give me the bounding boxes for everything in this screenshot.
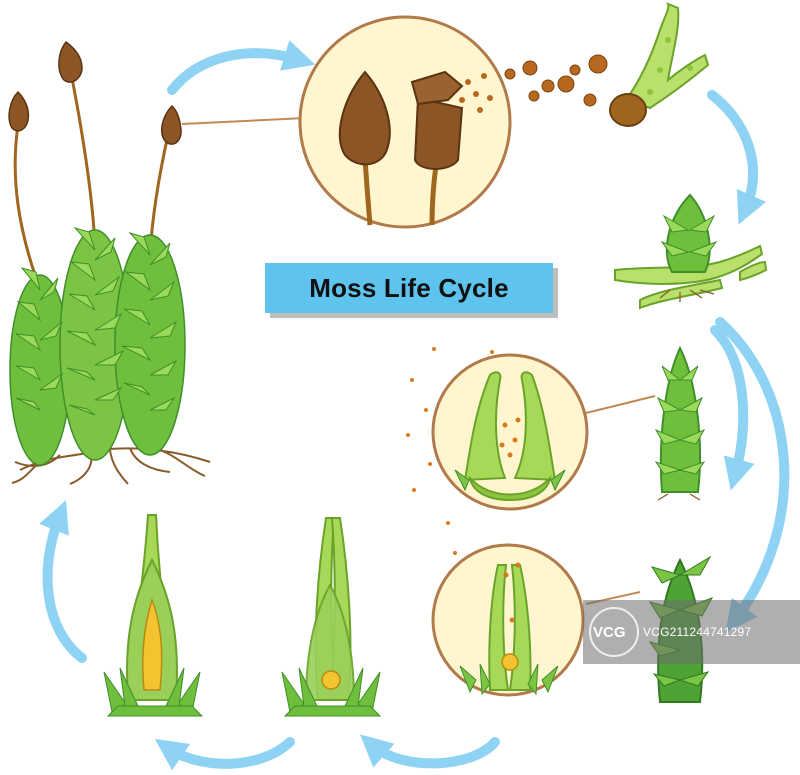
protonema-icon xyxy=(614,193,768,310)
arrow-spore-to-protonema xyxy=(707,90,767,225)
archegonium-icon xyxy=(431,543,585,697)
antheridium-icon xyxy=(431,353,589,511)
page-title: Moss Life Cycle xyxy=(309,272,509,303)
germinating-spore-icon xyxy=(609,2,710,127)
sporangium-icon xyxy=(298,15,512,229)
arrow-plant-to-capsule xyxy=(167,40,316,95)
zoom-connector-antheridium xyxy=(585,395,656,414)
arrow-female-to-fertilized xyxy=(360,734,500,769)
watermark: VCG VCG211244741297 xyxy=(583,600,800,664)
zoom-connector-top xyxy=(181,117,306,125)
arrow-sporophyte-to-plant xyxy=(39,500,87,663)
arrow-protonema-to-female xyxy=(715,317,790,633)
title-banner: Moss Life Cycle xyxy=(265,263,553,313)
moss-plant-icon xyxy=(8,40,211,485)
cycle-arrows xyxy=(39,40,790,771)
arrow-fertilized-to-sporophyte xyxy=(154,737,295,771)
archegonium-egg-icon xyxy=(281,517,382,717)
young-sporophyte-icon xyxy=(103,514,204,717)
watermark-logo-icon: VCG xyxy=(587,605,641,659)
spores-icon xyxy=(504,54,608,107)
male-gametophyte-icon xyxy=(654,345,706,501)
arrow-protonema-to-gametophyte xyxy=(710,325,755,491)
sperm-cells-icon xyxy=(406,347,494,555)
watermark-brand: VCG xyxy=(593,624,626,641)
watermark-id: VCG211244741297 xyxy=(643,625,752,639)
